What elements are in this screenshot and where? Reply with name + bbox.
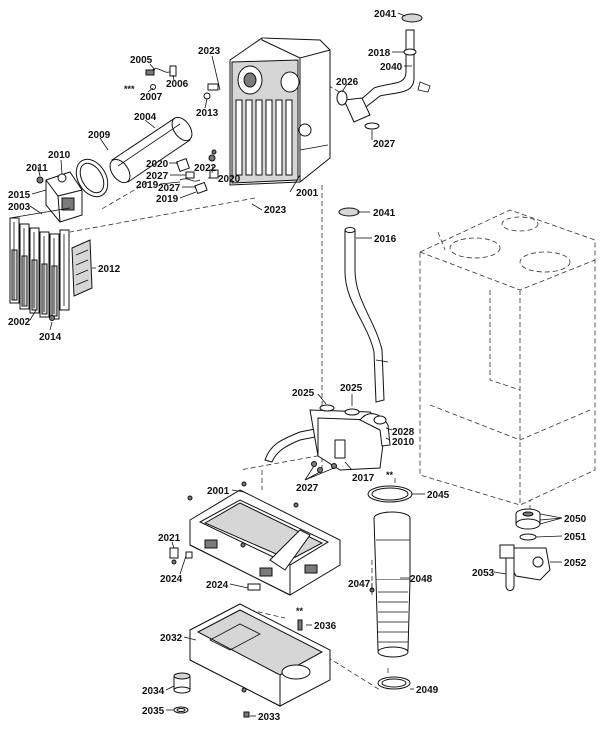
- label-2047: 2047: [348, 579, 371, 590]
- label-2023-mid: 2023: [264, 205, 287, 216]
- condensate-tray: [189, 603, 331, 707]
- drain-plug: [173, 672, 191, 714]
- label-2024-b: 2024: [206, 580, 229, 591]
- base-frame: [187, 481, 341, 596]
- label-2021: 2021: [158, 533, 181, 544]
- valve-assembly: [499, 508, 551, 591]
- insulation-block: [71, 239, 93, 297]
- label-2045: 2045: [427, 490, 450, 501]
- label-2026: 2026: [336, 77, 359, 88]
- label-2011: 2011: [26, 163, 48, 174]
- heat-exchanger-fins: [235, 99, 293, 176]
- label-2028: 2028: [392, 427, 415, 438]
- label-2041-top: 2041: [374, 9, 397, 20]
- burner-tube: [109, 116, 193, 184]
- label-2027-d: 2027: [296, 483, 319, 494]
- label-2023-top: 2023: [198, 46, 221, 57]
- label-2009: 2009: [88, 130, 111, 141]
- label-2048: 2048: [410, 574, 433, 585]
- label-2027-top: 2027: [373, 139, 396, 150]
- boiler-casing-outline: [419, 209, 596, 506]
- leader-lines: [29, 12, 563, 717]
- label-2010-top: 2010: [48, 150, 71, 161]
- screws: [243, 619, 303, 718]
- label-2004: 2004: [134, 112, 157, 123]
- label-2036: 2036: [314, 621, 337, 632]
- label-2033: 2033: [258, 712, 281, 723]
- gasket-2026: [336, 90, 348, 106]
- sensor-2005: [145, 65, 219, 100]
- label-2034: 2034: [142, 686, 165, 697]
- label-2018: 2018: [368, 48, 391, 59]
- label-2040: 2040: [380, 62, 403, 73]
- part-labels: 2041 2018 2040 2026 2027 2023 2005 *** 2…: [8, 9, 587, 723]
- heat-exchanger-block: [229, 37, 331, 186]
- gasket-2045: [367, 485, 413, 503]
- label-2014: 2014: [39, 332, 62, 343]
- label-2006: 2006: [166, 79, 189, 90]
- manifold: [264, 404, 391, 473]
- stars-2045: **: [386, 470, 394, 480]
- label-2001-frame: 2001: [207, 486, 230, 497]
- label-2020-b: 2020: [218, 174, 241, 185]
- label-2019-b: 2019: [156, 194, 179, 205]
- burner-blades: [9, 207, 71, 321]
- label-2041-mid: 2041: [373, 208, 396, 219]
- label-2010-mid: 2010: [392, 437, 415, 448]
- fan-housing: [36, 171, 83, 223]
- label-2002: 2002: [8, 317, 31, 328]
- label-2005: 2005: [130, 55, 153, 66]
- label-2035: 2035: [142, 706, 165, 717]
- label-2027-b: 2027: [146, 171, 169, 182]
- gasket-2049: [377, 676, 411, 690]
- flow-pipe-upper: [343, 13, 431, 130]
- label-2003: 2003: [8, 202, 31, 213]
- label-2032: 2032: [160, 633, 183, 644]
- label-2025-a: 2025: [292, 388, 315, 399]
- label-2022: 2022: [194, 163, 217, 174]
- flow-pipe-lower: [338, 207, 389, 403]
- label-2025-b: 2025: [340, 383, 363, 394]
- frame-fixings: [169, 547, 261, 591]
- stars-2005: ***: [124, 84, 135, 94]
- label-2027-c: 2027: [158, 183, 181, 194]
- gasket-ring: [75, 158, 109, 198]
- stars-2036: **: [296, 606, 304, 616]
- label-2012: 2012: [98, 264, 121, 275]
- siphon: [369, 511, 411, 658]
- label-2052: 2052: [564, 558, 587, 569]
- label-2013: 2013: [196, 108, 219, 119]
- label-2024-a: 2024: [160, 574, 183, 585]
- label-2001-top: 2001: [296, 188, 319, 199]
- label-2017: 2017: [352, 473, 375, 484]
- label-2015: 2015: [8, 190, 31, 201]
- label-2051: 2051: [564, 532, 587, 543]
- label-2020-a: 2020: [146, 159, 169, 170]
- label-2016: 2016: [374, 234, 397, 245]
- label-2050: 2050: [564, 514, 587, 525]
- label-2007: 2007: [140, 92, 163, 103]
- label-2019-a: 2019: [136, 180, 159, 191]
- label-2053: 2053: [472, 568, 495, 579]
- label-2049: 2049: [416, 685, 439, 696]
